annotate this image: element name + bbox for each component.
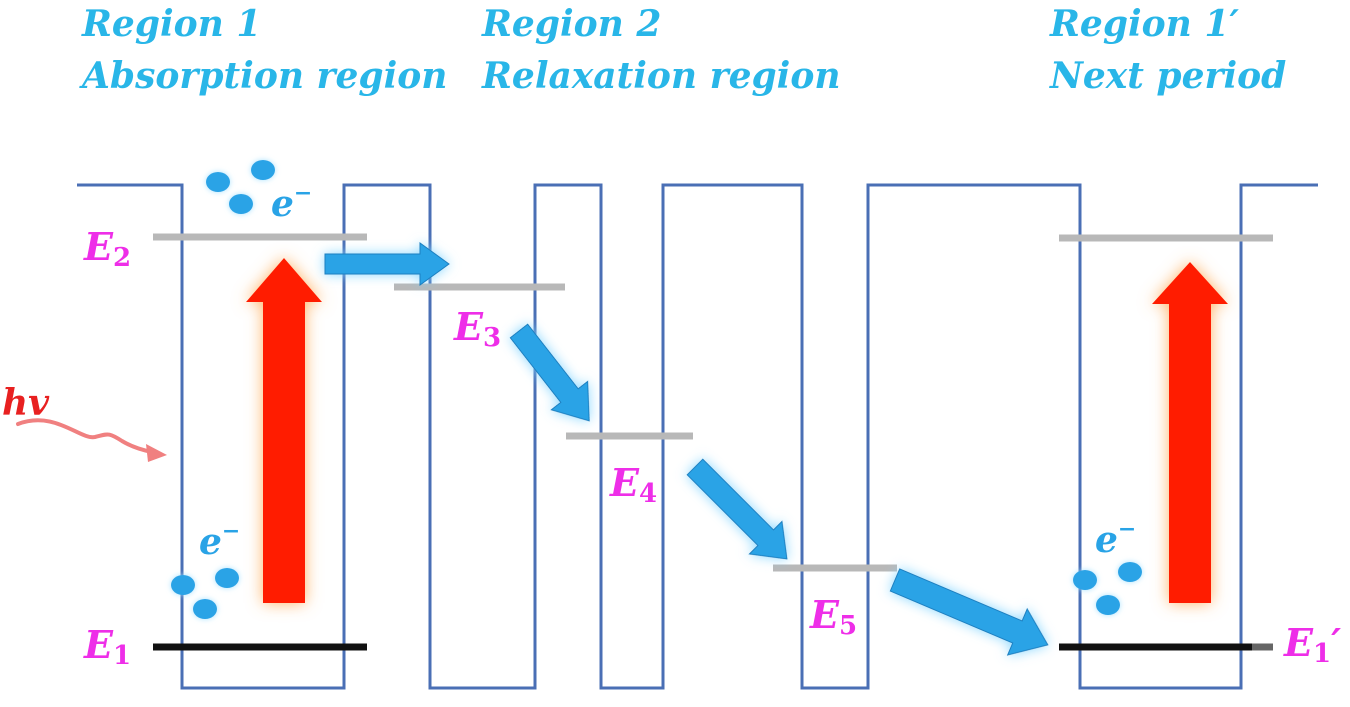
electron-label-next: e−	[1095, 516, 1137, 561]
region-2-label: Region 2	[482, 3, 662, 45]
electron-dot	[215, 568, 239, 588]
electron-cloud-top	[206, 160, 275, 214]
label-e3: E3	[454, 304, 502, 353]
transfer-arrow-e4-e5	[686, 458, 788, 560]
electron-dot	[229, 194, 253, 214]
label-e1: E1	[84, 622, 132, 671]
region-1-title: Region 1 Absorption region	[82, 0, 447, 102]
electron-cloud-bottom	[171, 568, 239, 619]
electron-dot	[193, 599, 217, 619]
label-e5: E5	[810, 592, 858, 641]
region-2-subtitle: Relaxation region	[482, 55, 841, 97]
electron-dot	[206, 172, 230, 192]
band-edge-line	[77, 183, 1318, 690]
region-1-label: Region 1	[82, 3, 262, 45]
region-2-title: Region 2 Relaxation region	[482, 0, 841, 102]
photon-wave	[16, 418, 154, 454]
electron-label-top: e−	[271, 180, 313, 225]
region-1-prime-subtitle: Next period	[1050, 55, 1287, 97]
electron-dot	[1073, 570, 1097, 590]
electron-dot	[171, 575, 195, 595]
electron-cloud-next	[1073, 562, 1142, 615]
photon-wave-arrowhead	[146, 444, 167, 462]
pump-arrow-region-1-prime	[1152, 262, 1228, 603]
electron-label-bottom: e−	[199, 518, 241, 563]
electron-dot	[1118, 562, 1142, 582]
transfer-arrow-e3-e4	[509, 323, 590, 422]
pump-arrow-region-1	[246, 258, 322, 603]
photon-label: hv	[2, 382, 50, 424]
label-e4: E4	[610, 460, 658, 509]
transfer-arrow-e5-e1-next	[889, 568, 1049, 656]
region-1-prime-title: Region 1′ Next period	[1050, 0, 1286, 102]
label-e1-prime: E1′	[1284, 620, 1342, 669]
region-1-subtitle: Absorption region	[82, 55, 448, 97]
region-1-prime-label: Region 1′	[1050, 3, 1239, 45]
electron-dot	[1096, 595, 1120, 615]
label-e2: E2	[84, 224, 132, 273]
electron-dot	[251, 160, 275, 180]
transfer-arrow-e2-e3	[324, 242, 450, 286]
